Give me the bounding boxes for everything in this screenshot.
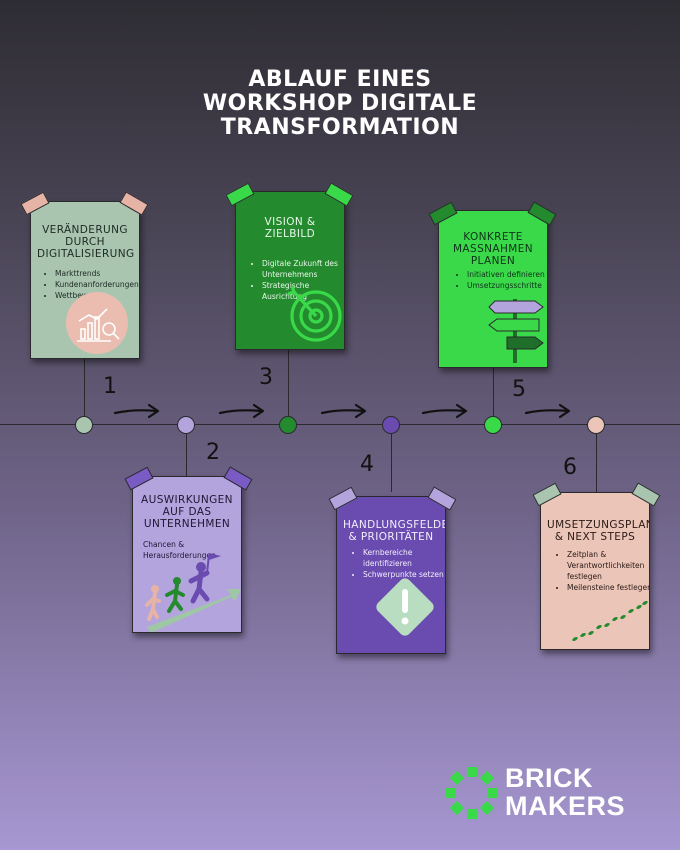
step-number-2: 2: [206, 440, 220, 465]
list-item: Schwerpunkte setzen: [363, 569, 445, 580]
connector-4: [391, 432, 392, 492]
title-line-3: TRANSFORMATION: [220, 115, 460, 140]
step-title-5: KONKRETE MASSNAHMEN PLANEN: [452, 231, 534, 267]
step-card-5: KONKRETE MASSNAHMEN PLANEN Initiativen d…: [438, 210, 548, 368]
connector-5: [493, 367, 494, 416]
step-title-1: VERÄNDERUNG DURCH DIGITALISIERUNG: [37, 224, 135, 260]
step-title-2: AUSWIRKUNGEN AUF DAS UNTERNEHMEN: [141, 494, 233, 530]
list-item: Kernbereiche identifizieren: [363, 547, 445, 569]
page-title: ABLAUF EINES WORKSHOP DIGITALE TRANSFORM…: [0, 68, 680, 140]
arrow-right-icon: [421, 403, 468, 419]
list-item: Zeitplan & Verantwortlichkeiten festlege…: [567, 549, 649, 582]
list-item: Kundenanforderungen: [55, 279, 139, 290]
title-line-1: ABLAUF EINES: [248, 67, 432, 92]
step-card-2: AUSWIRKUNGEN AUF DAS UNTERNEHMEN Chancen…: [132, 476, 242, 633]
step-card-6: UMSETZUNGSPLAN & NEXT STEPS Zeitplan & V…: [540, 492, 650, 650]
step-subtitle-2: Chancen & Herausforderungen: [143, 540, 216, 560]
signpost-icon: [488, 299, 544, 363]
list-item: Wettbewerb: [55, 290, 139, 301]
step-list-3: Digitale Zukunft des Unternehmens Strate…: [250, 258, 344, 302]
list-item: Strategische Ausrichtung: [262, 280, 344, 302]
connector-1: [84, 358, 85, 416]
list-item: Initiativen definieren: [467, 269, 545, 280]
timeline-dot-1: [75, 416, 93, 434]
climbing-people-icon: [145, 553, 241, 632]
title-line-2: WORKSHOP DIGITALE: [202, 91, 478, 116]
arrow-right-icon: [218, 403, 265, 419]
timeline-dot-6: [587, 416, 605, 434]
brand-line-2: MAKERS: [505, 791, 626, 821]
timeline-line: [0, 424, 680, 425]
timeline-dot-5: [484, 416, 502, 434]
timeline-dot-3: [279, 416, 297, 434]
connector-2: [186, 432, 187, 477]
connector-3: [288, 350, 289, 416]
list-item: Meilensteine festlegen: [567, 582, 649, 593]
arrow-right-icon: [320, 403, 367, 419]
step-number-3: 3: [259, 365, 273, 390]
target-icon: [287, 285, 342, 342]
brand-logo: BRICK MAKERS: [505, 764, 625, 820]
chart-magnifier-icon: [66, 292, 128, 354]
step-title-3: VISION & ZIELBILD: [264, 216, 316, 240]
timeline-dot-4: [382, 416, 400, 434]
step-card-3: VISION & ZIELBILD Digitale Zukunft des U…: [235, 191, 345, 350]
warning-diamond-icon: [376, 578, 434, 636]
footsteps-icon: [572, 600, 648, 642]
step-number-4: 4: [360, 452, 374, 477]
step-number-1: 1: [103, 374, 117, 399]
step-title-6: UMSETZUNGSPLAN & NEXT STEPS: [547, 519, 650, 543]
step-list-5: Initiativen definieren Umsetzungsschritt…: [455, 269, 545, 291]
step-list-6: Zeitplan & Verantwortlichkeiten festlege…: [555, 549, 649, 593]
step-card-4: HANDLUNGSFELDER & PRIORITÄTEN Kernbereic…: [336, 496, 446, 654]
list-item: Umsetzungsschritte: [467, 280, 545, 291]
timeline-dot-2: [177, 416, 195, 434]
arrow-right-icon: [113, 403, 160, 419]
step-card-1: VERÄNDERUNG DURCH DIGITALISIERUNG Marktt…: [30, 201, 140, 359]
brand-line-1: BRICK: [505, 763, 593, 793]
connector-6: [596, 432, 597, 492]
step-list-4: Kernbereiche identifizieren Schwerpunkte…: [351, 547, 445, 580]
arrow-right-icon: [524, 403, 571, 419]
brickmakers-logo-icon: [446, 767, 498, 819]
step-number-6: 6: [563, 455, 577, 480]
step-list-1: Markttrends Kundenanforderungen Wettbewe…: [43, 268, 139, 301]
list-item: Markttrends: [55, 268, 139, 279]
list-item: Digitale Zukunft des Unternehmens: [262, 258, 344, 280]
step-number-5: 5: [512, 377, 526, 402]
step-title-4: HANDLUNGSFELDER & PRIORITÄTEN: [343, 519, 446, 543]
